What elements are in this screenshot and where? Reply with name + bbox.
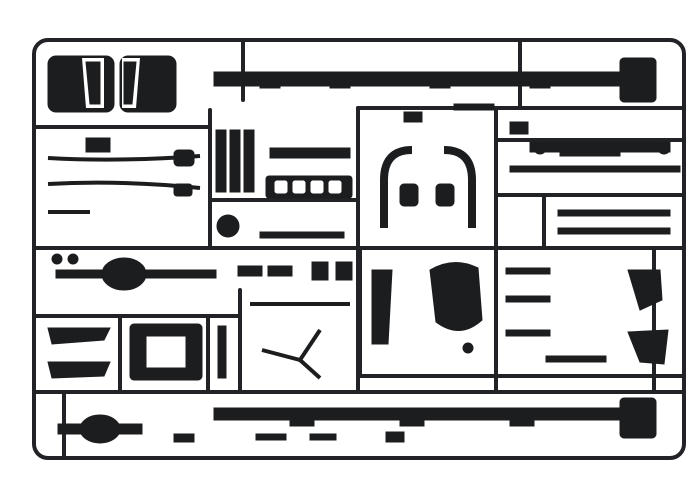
- a-frame: [250, 302, 350, 380]
- seat-panel-left: [47, 55, 115, 113]
- rear-axle: [55, 257, 217, 291]
- mirror-arms: [627, 269, 669, 365]
- fender-part: [429, 262, 483, 354]
- crossmember-left: [47, 327, 111, 379]
- grille-part: [265, 175, 353, 199]
- exhaust-pipes: [380, 146, 476, 228]
- chassis-rail-bottom: [213, 397, 657, 439]
- ladder-strips: [557, 209, 671, 235]
- sprue-parts: [47, 55, 681, 444]
- sprue-runners: [32, 38, 686, 460]
- chassis-rail-top: [213, 57, 657, 103]
- seat-panel-right: [119, 55, 177, 113]
- differential-housing: [57, 414, 143, 444]
- leaf-springs: [215, 129, 255, 193]
- front-axle: [529, 141, 671, 157]
- bracket-part: [371, 269, 393, 345]
- cab-floor-frame: [129, 323, 203, 381]
- wheel-hub: [216, 214, 240, 238]
